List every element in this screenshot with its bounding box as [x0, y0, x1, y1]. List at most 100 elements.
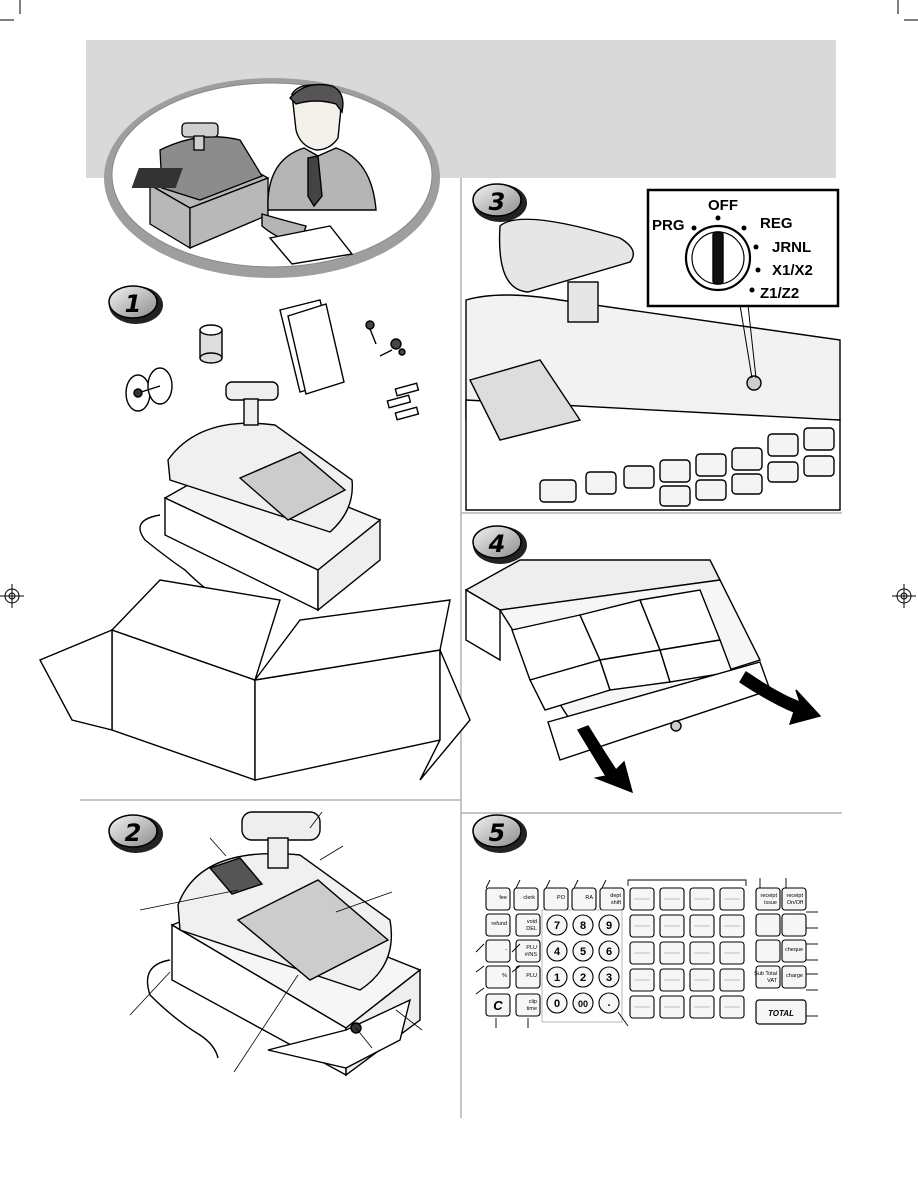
- department-key: [629, 914, 655, 938]
- key-5-label: refund: [491, 921, 507, 927]
- clear-key-label: C: [493, 998, 503, 1013]
- key-12-label: clip: [529, 999, 537, 1005]
- department-key: [629, 995, 655, 1019]
- mode-switch-labels: PRG OFF REG JRNL X1/X2 Z1/Z2: [652, 197, 813, 302]
- numeric-key-8: 8: [572, 914, 594, 936]
- key-6-label: void: [527, 919, 537, 925]
- numeric-key-2: 2: [572, 966, 594, 988]
- key-2: PO: [543, 887, 569, 911]
- department-key: [719, 968, 745, 992]
- step-1-number: 1: [125, 290, 142, 318]
- key-6-sublabel: DEL: [526, 926, 537, 932]
- mode-label-reg: REG: [760, 215, 793, 232]
- decimal-point-key: .: [598, 992, 620, 1014]
- key-5: refund: [485, 913, 511, 937]
- right-key-5: cheque: [781, 939, 807, 963]
- svg-text:2: 2: [580, 972, 586, 984]
- right-key-0-sublabel: issue: [764, 900, 777, 906]
- part-callout-lines: [129, 811, 423, 1073]
- batteries-icon: [386, 382, 420, 421]
- right-key-3: [781, 913, 807, 937]
- register-parts-illustration: [129, 811, 423, 1077]
- numeric-key-5: 5: [572, 940, 594, 962]
- department-key: [719, 914, 745, 938]
- total-key: TOTAL: [755, 999, 807, 1025]
- key-9: %: [485, 965, 511, 989]
- numeric-key-00: 00: [572, 992, 594, 1014]
- svg-text:6: 6: [606, 946, 612, 958]
- numeric-key-7: 7: [546, 914, 568, 936]
- svg-text:0: 0: [554, 998, 560, 1010]
- header-illustration: [104, 78, 440, 278]
- step-1-badge: 1: [108, 285, 163, 324]
- key-11: C: [485, 993, 511, 1017]
- department-key: [719, 941, 745, 965]
- department-key: [659, 887, 685, 911]
- department-key: [689, 968, 715, 992]
- right-key-2: [755, 913, 781, 937]
- key-1: clerk: [513, 887, 539, 911]
- department-key: [719, 995, 745, 1019]
- mode-switch-illustration: [465, 188, 841, 511]
- department-key: [689, 914, 715, 938]
- numeric-key-9: 9: [598, 914, 620, 936]
- svg-text:4: 4: [554, 946, 561, 958]
- key-9-label: %: [502, 973, 507, 979]
- register-unpacked: [139, 381, 382, 612]
- svg-text:1: 1: [554, 972, 560, 984]
- department-key: [629, 968, 655, 992]
- step-3-number: 3: [489, 188, 506, 216]
- svg-text:8: 8: [580, 920, 586, 932]
- step-3-badge: 3: [472, 183, 527, 222]
- key-4-sublabel: shift: [611, 900, 622, 906]
- right-key-6-sublabel: VAT: [767, 978, 778, 984]
- registration-mark-right: [892, 584, 916, 608]
- mode-label-jrnl: JRNL: [772, 239, 811, 256]
- ink-spool-icon: [125, 367, 173, 412]
- total-key-label: TOTAL: [768, 1009, 794, 1018]
- numeric-key-6: 6: [598, 940, 620, 962]
- key-1-label: clerk: [523, 895, 535, 901]
- department-key: [689, 887, 715, 911]
- manual-booklet-icon: [279, 299, 345, 395]
- key-7-label: -: [505, 947, 507, 953]
- step-2-badge: 2: [108, 814, 163, 853]
- cash-drawer-illustration: [464, 559, 822, 794]
- right-key-7-label: charge: [786, 973, 803, 979]
- keys-icon: [365, 320, 406, 357]
- right-key-1-sublabel: On/Off: [787, 900, 804, 906]
- key-4-label: dept: [610, 893, 621, 899]
- key-0-label: fee: [499, 895, 507, 901]
- crop-marks: [0, 0, 918, 21]
- key-10: PLU: [515, 965, 541, 989]
- svg-text:3: 3: [606, 972, 612, 984]
- mode-label-prg: PRG: [652, 217, 685, 234]
- step-badges: 1 2 3 4 5: [108, 183, 527, 853]
- numeric-key-1: 1: [546, 966, 568, 988]
- mode-label-x1x2: X1/X2: [772, 262, 813, 279]
- paper-roll-icon: [199, 324, 223, 364]
- right-key-0-label: receipt: [760, 893, 777, 899]
- unpacking-illustration: [39, 299, 471, 781]
- department-key: [659, 941, 685, 965]
- department-keys: [629, 887, 745, 1019]
- mode-label-z1z2: Z1/Z2: [760, 285, 799, 302]
- step-5-number: 5: [489, 819, 506, 847]
- key-10-label: PLU: [526, 973, 537, 979]
- department-key: [629, 887, 655, 911]
- mode-label-off: OFF: [708, 197, 738, 214]
- numeric-key-4: 4: [546, 940, 568, 962]
- key-8: PLU#/NS: [515, 939, 541, 963]
- drawer-arrows: [576, 671, 822, 794]
- keyboard-callouts: [475, 878, 818, 1028]
- department-key: [629, 941, 655, 965]
- step-4-number: 4: [488, 530, 506, 558]
